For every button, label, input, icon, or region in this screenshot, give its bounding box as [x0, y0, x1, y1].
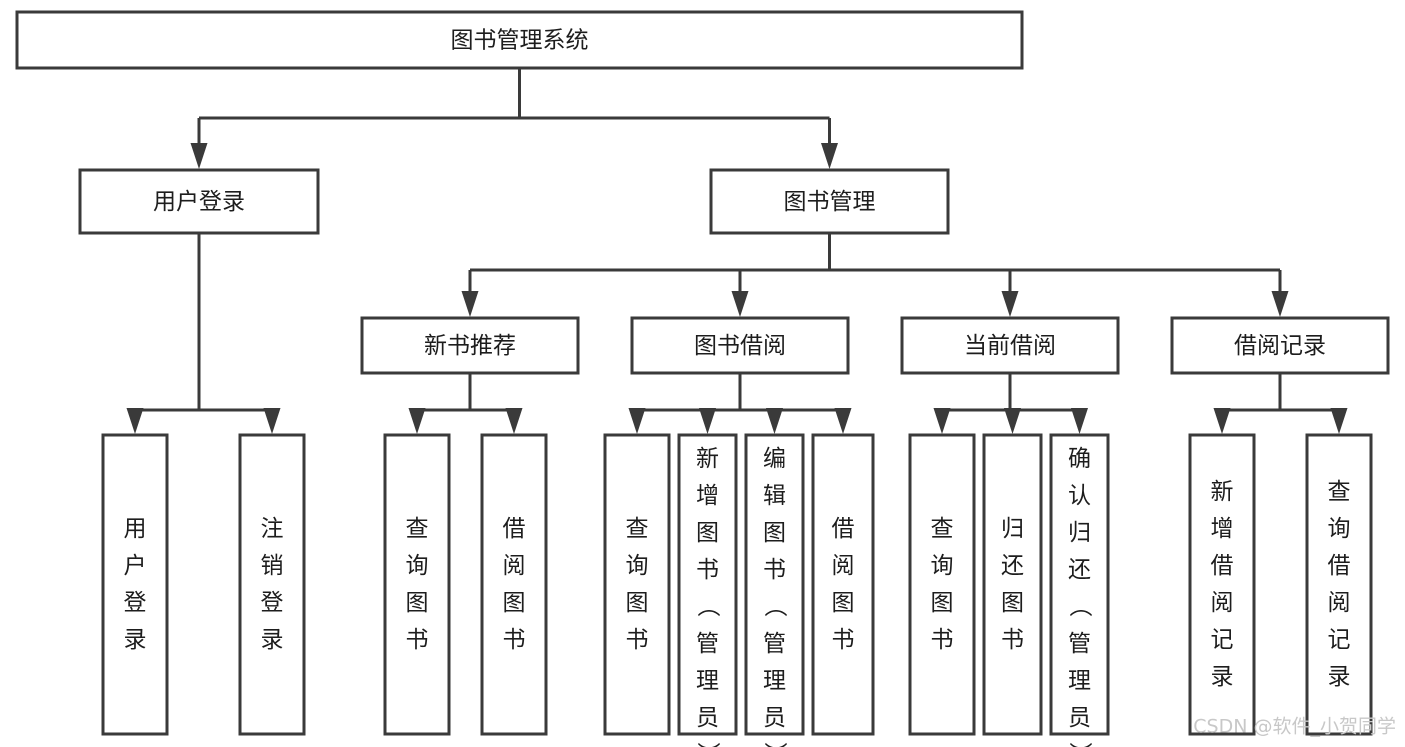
- node-leaf-borrow-book-2[interactable]: 借阅图书: [811, 433, 875, 736]
- node-box-leaf-query-book-2[interactable]: [603, 433, 671, 736]
- node-box-user-login[interactable]: [78, 168, 320, 235]
- node-box-leaf-query-book-1[interactable]: [383, 433, 451, 736]
- connector-group-root: [190, 68, 838, 169]
- node-box-book-borrow[interactable]: [630, 316, 850, 375]
- node-layer: 图书管理系统用户登录图书管理新书推荐图书借阅当前借阅借阅记录用户登录注销登录查询…: [15, 10, 1390, 747]
- node-box-leaf-logout[interactable]: [238, 433, 306, 736]
- node-book-borrow[interactable]: 图书借阅: [630, 316, 850, 375]
- node-label-leaf-query-book-1: 查询图书: [406, 516, 429, 653]
- node-label-leaf-add-record: 新增借阅记录: [1211, 479, 1234, 690]
- node-box-leaf-query-record[interactable]: [1305, 433, 1373, 736]
- node-label-leaf-add-book: 新增图书（管理员）: [696, 446, 721, 747]
- node-label-user-login: 用户登录: [153, 189, 245, 215]
- node-leaf-edit-book[interactable]: 编辑图书（管理员）: [744, 433, 805, 747]
- node-box-book-manage[interactable]: [709, 168, 950, 235]
- connector-group-book-borrow: [628, 373, 852, 434]
- node-box-leaf-add-book[interactable]: [677, 433, 738, 736]
- node-box-new-book-rec[interactable]: [360, 316, 580, 375]
- connector-layer: [126, 68, 1348, 434]
- connector-group-user-login: [126, 233, 281, 434]
- node-label-leaf-query-book-2: 查询图书: [626, 516, 649, 653]
- node-label-new-book-rec: 新书推荐: [424, 333, 516, 359]
- node-label-leaf-borrow-book-1: 借阅图书: [503, 516, 526, 653]
- node-box-leaf-query-book-3[interactable]: [908, 433, 976, 736]
- node-box-root[interactable]: [15, 10, 1024, 70]
- node-leaf-query-record[interactable]: 查询借阅记录: [1305, 433, 1373, 736]
- node-box-leaf-borrow-book-2[interactable]: [811, 433, 875, 736]
- node-leaf-query-book-3[interactable]: 查询图书: [908, 433, 976, 736]
- node-label-leaf-logout: 注销登录: [261, 516, 284, 653]
- node-root[interactable]: 图书管理系统: [15, 10, 1024, 70]
- node-label-leaf-query-record: 查询借阅记录: [1328, 479, 1351, 690]
- node-box-current-borrow[interactable]: [900, 316, 1120, 375]
- node-book-manage[interactable]: 图书管理: [709, 168, 950, 235]
- node-label-book-borrow: 图书借阅: [694, 333, 786, 359]
- node-label-root: 图书管理系统: [451, 28, 589, 54]
- node-user-login[interactable]: 用户登录: [78, 168, 320, 235]
- node-leaf-borrow-book-1[interactable]: 借阅图书: [480, 433, 548, 736]
- node-current-borrow[interactable]: 当前借阅: [900, 316, 1120, 375]
- node-borrow-record[interactable]: 借阅记录: [1170, 316, 1390, 375]
- node-label-leaf-borrow-book-2: 借阅图书: [832, 516, 855, 653]
- node-label-leaf-edit-book: 编辑图书（管理员）: [763, 446, 788, 747]
- node-leaf-add-book[interactable]: 新增图书（管理员）: [677, 433, 738, 747]
- connector-group-book-manage: [461, 233, 1289, 317]
- node-label-current-borrow: 当前借阅: [964, 333, 1056, 359]
- node-label-borrow-record: 借阅记录: [1234, 333, 1326, 359]
- connector-group-new-book-rec: [408, 373, 523, 434]
- node-box-leaf-confirm-return[interactable]: [1049, 433, 1110, 736]
- node-label-book-manage: 图书管理: [784, 189, 876, 215]
- node-box-borrow-record[interactable]: [1170, 316, 1390, 375]
- node-label-leaf-user-login: 用户登录: [124, 516, 147, 653]
- node-leaf-query-book-1[interactable]: 查询图书: [383, 433, 451, 736]
- node-leaf-logout[interactable]: 注销登录: [238, 433, 306, 736]
- connector-group-borrow-record: [1213, 373, 1348, 434]
- connector-group-current-borrow: [933, 373, 1088, 434]
- node-leaf-user-login[interactable]: 用户登录: [101, 433, 169, 736]
- node-leaf-query-book-2[interactable]: 查询图书: [603, 433, 671, 736]
- node-leaf-return-book[interactable]: 归还图书: [982, 433, 1043, 736]
- node-leaf-confirm-return[interactable]: 确认归还（管理员）: [1049, 433, 1110, 747]
- node-label-leaf-query-book-3: 查询图书: [931, 516, 954, 653]
- node-leaf-add-record[interactable]: 新增借阅记录: [1188, 433, 1256, 736]
- node-new-book-rec[interactable]: 新书推荐: [360, 316, 580, 375]
- node-box-leaf-borrow-book-1[interactable]: [480, 433, 548, 736]
- csdn-watermark: CSDN @软件_小贺同学: [1193, 716, 1396, 738]
- node-box-leaf-user-login[interactable]: [101, 433, 169, 736]
- node-box-leaf-add-record[interactable]: [1188, 433, 1256, 736]
- node-box-leaf-return-book[interactable]: [982, 433, 1043, 736]
- node-box-leaf-edit-book[interactable]: [744, 433, 805, 736]
- node-label-leaf-confirm-return: 确认归还（管理员）: [1068, 446, 1093, 747]
- node-label-leaf-return-book: 归还图书: [1001, 516, 1024, 653]
